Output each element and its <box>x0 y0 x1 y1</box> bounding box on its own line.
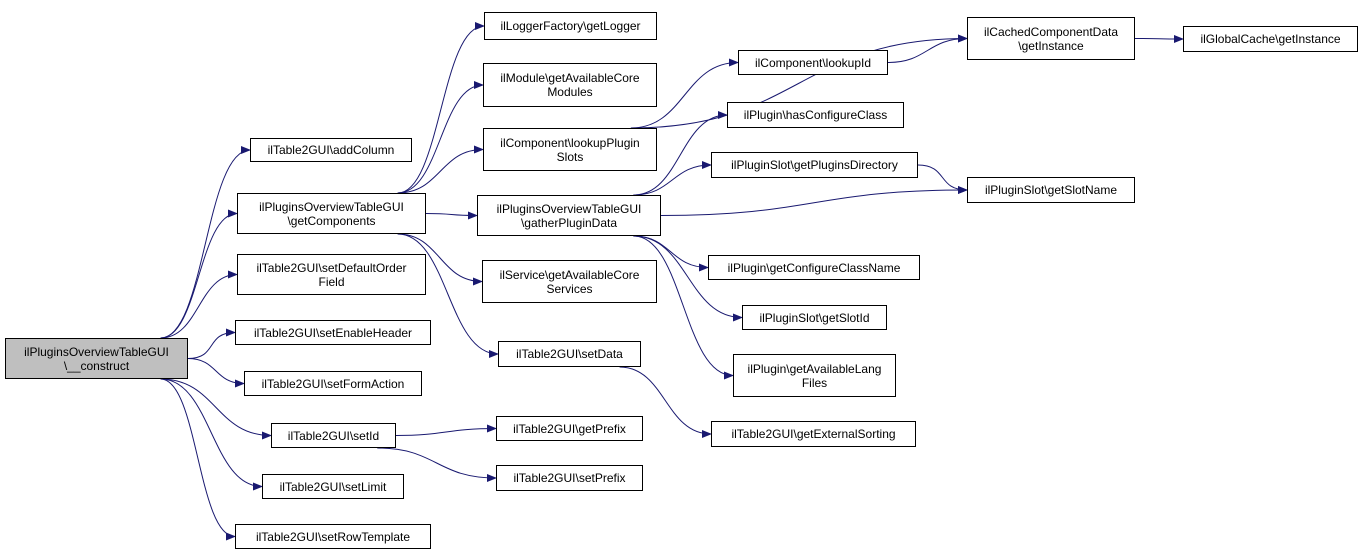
node-label: ilTable2GUI\setRowTemplate <box>255 529 411 544</box>
edge-lookupPluginSlots-to-cachedGetInstance <box>630 34 968 129</box>
node-label: ilPluginsOverviewTableGUI <box>496 201 642 216</box>
node-label: \gatherPluginData <box>520 215 618 230</box>
node-label: ilTable2GUI\getPrefix <box>513 421 626 436</box>
edge-getComponents-to-getModules <box>397 81 484 194</box>
node-hasConfigureClass[interactable]: ilPlugin\hasConfigureClass <box>727 102 904 128</box>
node-label: ilTable2GUI\getExternalSorting <box>731 427 896 441</box>
node-getExternalSorting[interactable]: ilTable2GUI\getExternalSorting <box>711 421 916 447</box>
node-cachedComponentData-getInstance[interactable]: ilCachedComponentData \getInstance <box>967 17 1135 60</box>
node-label: ilComponent\lookupId <box>754 55 872 70</box>
node-getServices[interactable]: ilService\getAvailableCore Services <box>482 260 657 303</box>
edge-setData-to-getExternalSorting <box>619 366 712 438</box>
edge-construct-to-setFormAction <box>187 358 245 388</box>
node-setEnableHeader[interactable]: ilTable2GUI\setEnableHeader <box>235 320 431 345</box>
edge-cachedGetInstance-to-globalCache <box>1134 34 1184 43</box>
node-label: Files <box>801 375 828 390</box>
edge-gatherPluginData-to-getPluginsDir <box>633 161 712 196</box>
edge-getPluginsDir-to-getSlotName <box>917 164 968 194</box>
node-label: Field <box>318 274 345 289</box>
node-label: ilTable2GUI\setId <box>287 428 380 443</box>
node-label: ilService\getAvailableCore <box>499 267 640 282</box>
edge-getComponents-to-getServices <box>397 233 483 286</box>
edge-construct-to-getComponents <box>160 209 238 339</box>
node-label: ilTable2GUI\setFormAction <box>261 376 405 391</box>
node-setData[interactable]: ilTable2GUI\setData <box>498 341 641 367</box>
node-setFormAction[interactable]: ilTable2GUI\setFormAction <box>244 371 422 396</box>
edge-getComponents-to-lookupPluginSlots <box>397 145 484 194</box>
node-gatherPluginData[interactable]: ilPluginsOverviewTableGUI \gatherPluginD… <box>477 195 661 236</box>
node-setDefaultOrder[interactable]: ilTable2GUI\setDefaultOrder Field <box>237 254 426 295</box>
node-getPluginsDirectory[interactable]: ilPluginSlot\getPluginsDirectory <box>711 152 918 178</box>
node-setRowTemplate[interactable]: ilTable2GUI\setRowTemplate <box>235 524 431 549</box>
node-label: ilPlugin\hasConfigureClass <box>743 108 888 122</box>
node-setPrefix[interactable]: ilTable2GUI\setPrefix <box>496 465 643 491</box>
node-label: ilPluginSlot\getSlotName <box>984 183 1118 197</box>
node-getSlotName[interactable]: ilPluginSlot\getSlotName <box>967 177 1135 203</box>
node-globalCache-getInstance[interactable]: ilGlobalCache\getInstance <box>1183 26 1358 52</box>
node-label: ilComponent\lookupPlugin <box>500 135 640 150</box>
node-setLimit[interactable]: ilTable2GUI\setLimit <box>262 474 404 499</box>
node-label: ilModule\getAvailableCore <box>500 71 640 85</box>
node-label: ilTable2GUI\setPrefix <box>513 471 626 485</box>
node-label: ilPluginSlot\getPluginsDirectory <box>731 158 898 172</box>
node-label: ilCachedComponentData <box>983 24 1119 39</box>
node-getComponents[interactable]: ilPluginsOverviewTableGUI \getComponents <box>237 193 426 234</box>
edge-construct-to-setDefaultOrder <box>160 270 238 339</box>
node-label: Slots <box>556 149 584 164</box>
node-getModules[interactable]: ilModule\getAvailableCore Modules <box>483 63 657 107</box>
node-label: ilGlobalCache\getInstance <box>1200 32 1341 46</box>
node-setId[interactable]: ilTable2GUI\setId <box>271 423 396 448</box>
node-getAvailableLangFiles[interactable]: ilPlugin\getAvailableLang Files <box>733 354 896 397</box>
node-label: ilLoggerFactory\getLogger <box>500 19 641 33</box>
edge-getComponents-to-setData <box>397 233 499 358</box>
edge-construct-to-setEnableHeader <box>187 328 236 359</box>
node-addColumn[interactable]: ilTable2GUI\addColumn <box>250 138 412 162</box>
node-lookupId[interactable]: ilComponent\lookupId <box>738 50 888 75</box>
node-label: Modules <box>547 85 593 99</box>
edge-lookupId-to-cachedGetInstance <box>887 34 968 63</box>
node-label: Services <box>546 281 593 296</box>
edge-getComponents-to-getLogger <box>397 22 485 194</box>
edge-gatherPluginData-to-getSlotId <box>633 235 743 322</box>
node-label: ilTable2GUI\setData <box>516 347 623 361</box>
node-label: \getComponents <box>287 213 376 228</box>
edge-construct-to-setId <box>160 378 272 440</box>
edge-construct-to-setLimit <box>160 378 263 491</box>
node-label: ilPluginsOverviewTableGUI <box>24 344 169 359</box>
node-label: ilPluginsOverviewTableGUI <box>259 199 404 214</box>
edge-construct-to-addColumn <box>160 146 251 339</box>
node-label: \__construct <box>63 358 130 373</box>
node-label: ilPlugin\getConfigureClassName <box>727 260 901 275</box>
node-label: ilTable2GUI\setDefaultOrder <box>256 260 407 275</box>
node-getLogger[interactable]: ilLoggerFactory\getLogger <box>484 12 657 40</box>
edge-setId-to-getPrefix <box>395 424 497 436</box>
node-label: ilPlugin\getAvailableLang <box>747 361 882 376</box>
edge-gatherPluginData-to-getLangFiles <box>633 235 734 380</box>
edge-construct-to-setRowTemplate <box>160 378 236 541</box>
node-lookupPluginSlots[interactable]: ilComponent\lookupPlugin Slots <box>483 128 657 171</box>
edge-getComponents-to-gatherPluginData <box>425 211 478 220</box>
node-getConfigureClassName[interactable]: ilPlugin\getConfigureClassName <box>708 255 920 280</box>
node-getPrefix[interactable]: ilTable2GUI\getPrefix <box>496 416 643 441</box>
node-label: ilTable2GUI\setLimit <box>279 479 387 494</box>
node-label: \getInstance <box>1018 38 1084 53</box>
node-getSlotId[interactable]: ilPluginSlot\getSlotId <box>742 305 887 330</box>
edge-gatherPluginData-to-hasConfigureClass <box>633 111 728 196</box>
node-label: ilTable2GUI\setEnableHeader <box>253 325 413 340</box>
edge-lookupPluginSlots-to-lookupId <box>630 58 739 129</box>
edge-setId-to-setPrefix <box>377 447 497 482</box>
node-label: ilPluginSlot\getSlotId <box>759 310 870 325</box>
edge-gatherPluginData-to-getSlotName <box>660 186 968 216</box>
node-label: ilTable2GUI\addColumn <box>267 143 395 157</box>
node-construct[interactable]: ilPluginsOverviewTableGUI \__construct <box>5 338 188 379</box>
